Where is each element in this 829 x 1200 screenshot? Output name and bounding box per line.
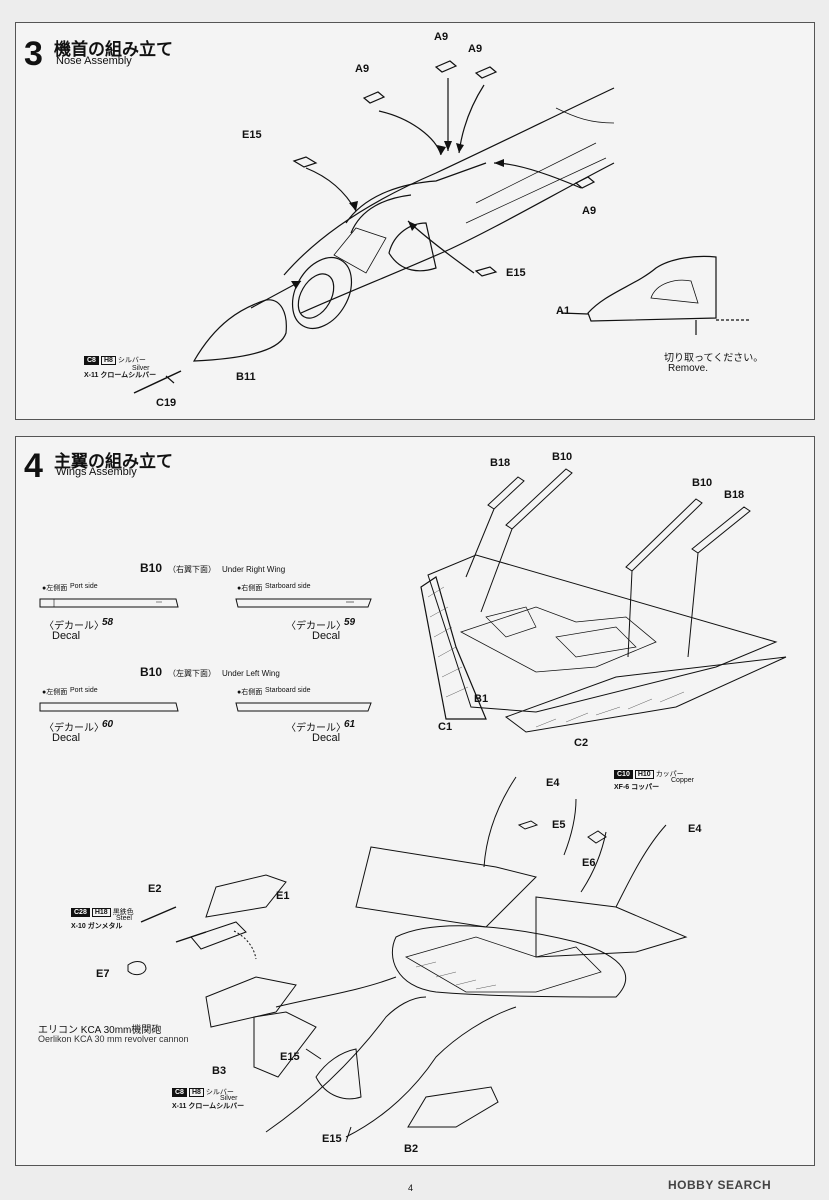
decal-label-en: Decal [52,732,81,744]
starboard-side-en: Starboard side [265,583,311,590]
paint-name-en: Steel [116,915,132,922]
paint-callout-copper: C10 H10 カッパー [614,769,684,779]
label-a9: A9 [355,63,370,75]
label-e15: E15 [242,129,262,141]
page-number: 4 [408,1183,414,1193]
paint-x-code: X-11 クロームシルバー [172,1103,245,1110]
step4-panel: 4 主翼の組み立て Wings Assembly B10 （右翼下面） Unde… [15,436,815,1166]
label-e6: E6 [582,857,596,869]
port-side-jp: ●左側面 [42,585,68,592]
step4-title: 主翼の組み立て [54,452,173,471]
label-e2: E2 [148,883,162,895]
label-e15: E15 [506,267,526,279]
starboard-side-jp: ●右側面 [237,689,263,696]
step3-panel: 3 機首の組み立て Nose Assembly [15,22,815,420]
port-side-jp: ●左側面 [42,689,68,696]
decal-label-jp: 〈デカール〉 [286,621,346,632]
label-b10: B10 [692,477,713,489]
starboard-side-jp: ●右側面 [237,585,263,592]
label-a9: A9 [434,31,449,43]
label-b3: B3 [212,1065,227,1077]
label-c1: C1 [438,721,453,733]
label-b10: B10 [552,451,573,463]
paint-x-code: X-10 ガンメタル [71,923,123,930]
paint-x-code: X-11 クロームシルバー [84,372,157,379]
paint-x-code: XF-6 コッパー [614,784,660,791]
label-b1: B1 [474,693,489,705]
label-e4: E4 [688,823,702,835]
paint-callout-silver: C8 H8 シルバー [172,1087,234,1097]
cannon-label-en: Oerlikon KCA 30 mm revolver cannon [38,1034,189,1044]
cannon-label-jp: エリコン KCA 30mm機関砲 [38,1025,162,1036]
decal-block-right-wing: B10 （右翼下面） Under Right Wing [140,561,286,575]
label-e1: E1 [276,890,290,902]
paint-callout-steel: C28 H18 黒鉄色 [71,907,134,917]
label-e4: E4 [546,777,560,789]
step3-title: 機首の組み立て [54,40,173,59]
label-c2: C2 [574,737,589,749]
label-e5: E5 [552,819,566,831]
starboard-side-en: Starboard side [265,687,311,694]
decal-label-en: Decal [312,630,341,642]
decal-number: 58 [102,617,114,628]
paint-callout-silver: C8 H8 シルバー [84,355,146,365]
step3-nose-drawing [133,60,751,394]
watermark-logo: HOBBY SEARCH [668,1178,772,1192]
decal-label-en: Decal [312,732,341,744]
step3-number: 3 [24,35,43,73]
step4-number: 4 [24,447,43,485]
step4-wings-drawing [39,468,787,1143]
label-e7: E7 [96,968,110,980]
step4-subtitle: Wings Assembly [56,466,137,478]
paint-name-en: Silver [132,365,150,372]
label-b18: B18 [490,457,511,469]
decal-number: 59 [344,617,356,628]
label-a1: A1 [556,305,571,317]
paint-name-en: Copper [671,777,694,784]
decal-label-en: Decal [52,630,81,642]
label-e15: E15 [280,1051,300,1063]
decal-number: 61 [344,719,356,730]
label-a9: A9 [582,205,597,217]
decal-label-jp: 〈デカール〉 [44,621,104,632]
step3-subtitle: Nose Assembly [56,55,132,67]
label-b18: B18 [724,489,745,501]
decal-label-jp: 〈デカール〉 [286,723,346,734]
paint-name-en: Silver [220,1095,238,1102]
decal-number: 60 [102,719,114,730]
label-c19: C19 [156,397,177,409]
decal-block-left-wing: B10 （左翼下面） Under Left Wing [140,665,280,679]
label-e15: E15 [322,1133,342,1145]
remove-note-jp: 切り取ってください。 [664,353,764,364]
port-side-en: Port side [70,583,98,590]
label-a9: A9 [468,43,483,55]
decal-label-jp: 〈デカール〉 [44,723,104,734]
label-b2: B2 [404,1143,419,1155]
port-side-en: Port side [70,687,98,694]
label-b11: B11 [236,371,256,383]
remove-note-en: Remove. [668,363,709,374]
